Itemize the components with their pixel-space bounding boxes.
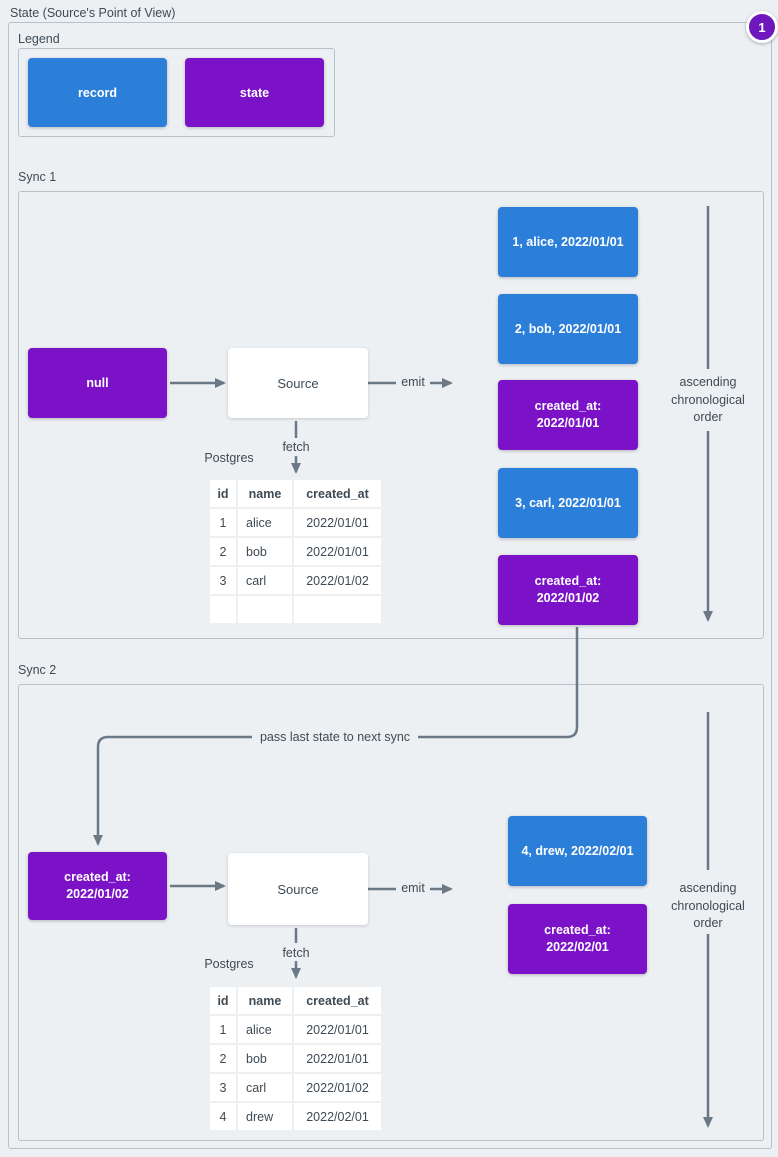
cell-name: drew	[238, 1103, 292, 1130]
cell-name: bob	[238, 1045, 292, 1072]
sync1-source-box: Source	[228, 348, 368, 418]
sync1-ascending-label: ascending chronological order	[671, 375, 745, 424]
table-header-row: id name created_at	[210, 480, 381, 507]
sync2-source-box: Source	[228, 853, 368, 925]
legend-record-box: record	[28, 58, 167, 127]
sync2-input-state-box: created_at: 2022/01/02	[28, 852, 167, 920]
step-badge[interactable]: 1	[746, 11, 778, 43]
table-row: 3 carl 2022/01/02	[210, 1074, 381, 1101]
cell-created-at: 2022/02/01	[294, 1103, 381, 1130]
emitted-record-box: 1, alice, 2022/01/01	[498, 207, 638, 277]
cell-id	[210, 596, 236, 623]
postgres-table-sync2: id name created_at 1 alice 2022/01/01 2 …	[208, 985, 383, 1132]
emitted-record-box: 2, bob, 2022/01/01	[498, 294, 638, 364]
sync1-emit-label: emit	[401, 375, 425, 389]
cell-created-at: 2022/01/02	[294, 1074, 381, 1101]
cell-name: carl	[238, 567, 292, 594]
emitted-state-box: created_at: 2022/01/01	[498, 380, 638, 450]
legend-frame	[18, 48, 335, 137]
table-row: 1 alice 2022/01/01	[210, 1016, 381, 1043]
legend-label: Legend	[18, 32, 60, 46]
cell-id: 4	[210, 1103, 236, 1130]
column-header-id: id	[210, 987, 236, 1014]
column-header-created-at: created_at	[294, 987, 381, 1014]
sync2-postgres-label: Postgres	[204, 957, 254, 971]
cell-name: alice	[238, 1016, 292, 1043]
cell-id: 3	[210, 1074, 236, 1101]
cell-id: 2	[210, 1045, 236, 1072]
column-header-id: id	[210, 480, 236, 507]
column-header-name: name	[238, 987, 292, 1014]
table-row: 3 carl 2022/01/02	[210, 567, 381, 594]
table-row-empty	[210, 596, 381, 623]
sync1-label: Sync 1	[18, 170, 57, 184]
column-header-created-at: created_at	[294, 480, 381, 507]
postgres-table-sync1: id name created_at 1 alice 2022/01/01 2 …	[208, 478, 383, 625]
cell-created-at: 2022/01/01	[294, 509, 381, 536]
sync1-fetch-label: fetch	[282, 440, 310, 454]
page-title: State (Source's Point of View)	[10, 6, 176, 20]
sync2-fetch-label: fetch	[282, 946, 310, 960]
pass-state-label: pass last state to next sync	[259, 730, 411, 744]
legend-state-box: state	[185, 58, 324, 127]
outer-frame	[8, 22, 772, 1149]
sync2-label: Sync 2	[18, 663, 57, 677]
cell-name: carl	[238, 1074, 292, 1101]
table-row: 2 bob 2022/01/01	[210, 538, 381, 565]
cell-name	[238, 596, 292, 623]
sync2-emit-label: emit	[401, 881, 425, 895]
cell-created-at	[294, 596, 381, 623]
cell-id: 2	[210, 538, 236, 565]
cell-id: 1	[210, 1016, 236, 1043]
sync2-ascending-label: ascending chronological order	[671, 881, 745, 930]
cell-created-at: 2022/01/02	[294, 567, 381, 594]
emitted-record-box: 4, drew, 2022/02/01	[508, 816, 647, 886]
sync1-postgres-label: Postgres	[204, 451, 254, 465]
table-row: 2 bob 2022/01/01	[210, 1045, 381, 1072]
emitted-state-box: created_at: 2022/02/01	[508, 904, 647, 974]
column-header-name: name	[238, 480, 292, 507]
table-header-row: id name created_at	[210, 987, 381, 1014]
sync1-frame	[18, 191, 764, 639]
cell-name: alice	[238, 509, 292, 536]
sync2-frame	[18, 684, 764, 1141]
cell-created-at: 2022/01/01	[294, 1045, 381, 1072]
sync1-input-state-box: null	[28, 348, 167, 418]
emitted-record-box: 3, carl, 2022/01/01	[498, 468, 638, 538]
step-badge-number: 1	[758, 19, 766, 35]
cell-created-at: 2022/01/01	[294, 538, 381, 565]
cell-id: 3	[210, 567, 236, 594]
cell-name: bob	[238, 538, 292, 565]
table-row: 1 alice 2022/01/01	[210, 509, 381, 536]
emitted-state-box: created_at: 2022/01/02	[498, 555, 638, 625]
cell-created-at: 2022/01/01	[294, 1016, 381, 1043]
table-row: 4 drew 2022/02/01	[210, 1103, 381, 1130]
cell-id: 1	[210, 509, 236, 536]
